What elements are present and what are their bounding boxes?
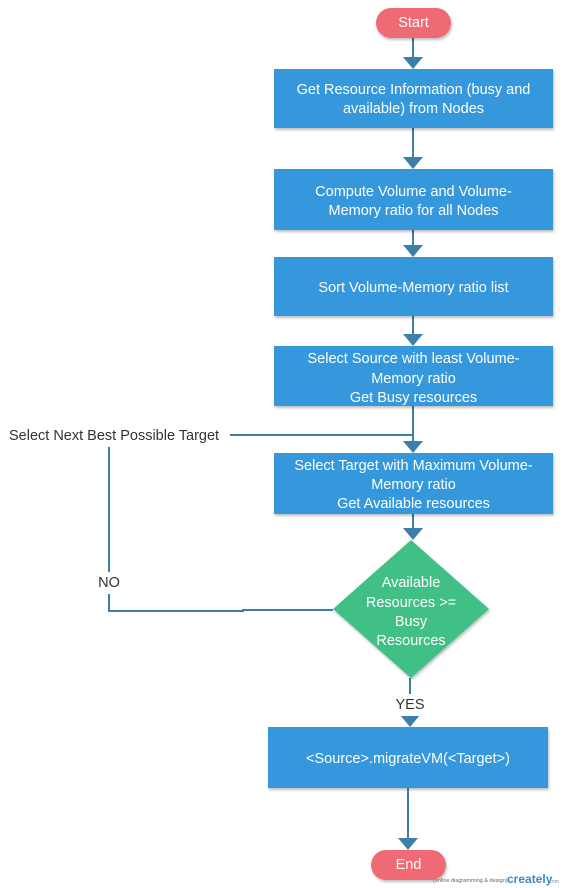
select-target-line-3: Get Available resources (337, 496, 490, 512)
end-terminal-shape (371, 850, 446, 880)
migrate-step: <Source>.migrateVM(<Target>) (268, 727, 548, 788)
sort-step: Sort Volume-Memory ratio list (274, 257, 553, 316)
end-label: End (396, 857, 422, 873)
compute-step: Compute Volume and Volume- Memory ratio … (274, 169, 553, 230)
creately-watermark: (online diagramming & design) creately .… (433, 872, 559, 886)
watermark-brand: creately (507, 872, 553, 886)
arrowhead-end (398, 838, 418, 850)
watermark-tagline: (online diagramming & design) (433, 878, 508, 884)
arrowhead-select-target (403, 441, 423, 453)
select-source-step: Select Source with least Volume- Memory … (274, 346, 553, 406)
decision-line-1: Available (382, 575, 441, 591)
decision-line-3: Busy (395, 614, 428, 630)
decision-diamond (333, 540, 489, 678)
decision-line-4: Resources (376, 633, 445, 649)
arrowhead-migrate (400, 715, 420, 727)
connector-no-loop (108, 447, 333, 612)
select-target-line-2: Memory ratio (371, 477, 456, 493)
start-terminal: Start (376, 8, 451, 38)
select-source-line-1: Select Source with least Volume- (308, 351, 520, 367)
migrate-line-1: <Source>.migrateVM(<Target>) (306, 751, 510, 767)
select-source-line-3: Get Busy resources (350, 390, 477, 406)
compute-line-2: Memory ratio for all Nodes (328, 203, 498, 219)
sort-line-1: Sort Volume-Memory ratio list (318, 280, 508, 296)
select-source-line-2: Memory ratio (371, 371, 456, 387)
compute-line-1: Compute Volume and Volume- (315, 184, 512, 200)
no-label-bg (94, 572, 124, 594)
decision-line-2: Resources >= (366, 595, 456, 611)
select-target-step: Select Target with Maximum Volume- Memor… (274, 453, 553, 514)
migrate-box (268, 727, 548, 788)
yes-label-bg (392, 694, 428, 716)
get-info-step: Get Resource Information (busy and avail… (274, 69, 553, 128)
arrowhead-get-info (403, 57, 423, 69)
start-label: Start (398, 15, 429, 31)
arrowhead-compute (403, 157, 423, 169)
select-source-box (274, 346, 553, 406)
arrowhead-decision (403, 528, 423, 540)
arrowhead-select-source (403, 334, 423, 346)
arrowheads (398, 57, 423, 850)
select-target-line-1: Select Target with Maximum Volume- (294, 458, 532, 474)
end-terminal: End (371, 850, 446, 880)
yes-label: YES (395, 697, 424, 713)
select-next-label-bg (4, 424, 230, 446)
no-label: NO (98, 575, 120, 591)
watermark-suffix: .com (548, 879, 559, 885)
get-info-line-2: available) from Nodes (343, 101, 484, 117)
arrowhead-sort (403, 245, 423, 257)
select-next-label: Select Next Best Possible Target (9, 428, 219, 444)
select-target-box (274, 453, 553, 514)
compute-box (274, 169, 553, 230)
start-terminal-shape (376, 8, 451, 38)
decision-step: Available Resources >= Busy Resources (333, 540, 489, 678)
get-info-line-1: Get Resource Information (busy and (297, 82, 531, 98)
get-info-box (274, 69, 553, 128)
sort-box (274, 257, 553, 316)
